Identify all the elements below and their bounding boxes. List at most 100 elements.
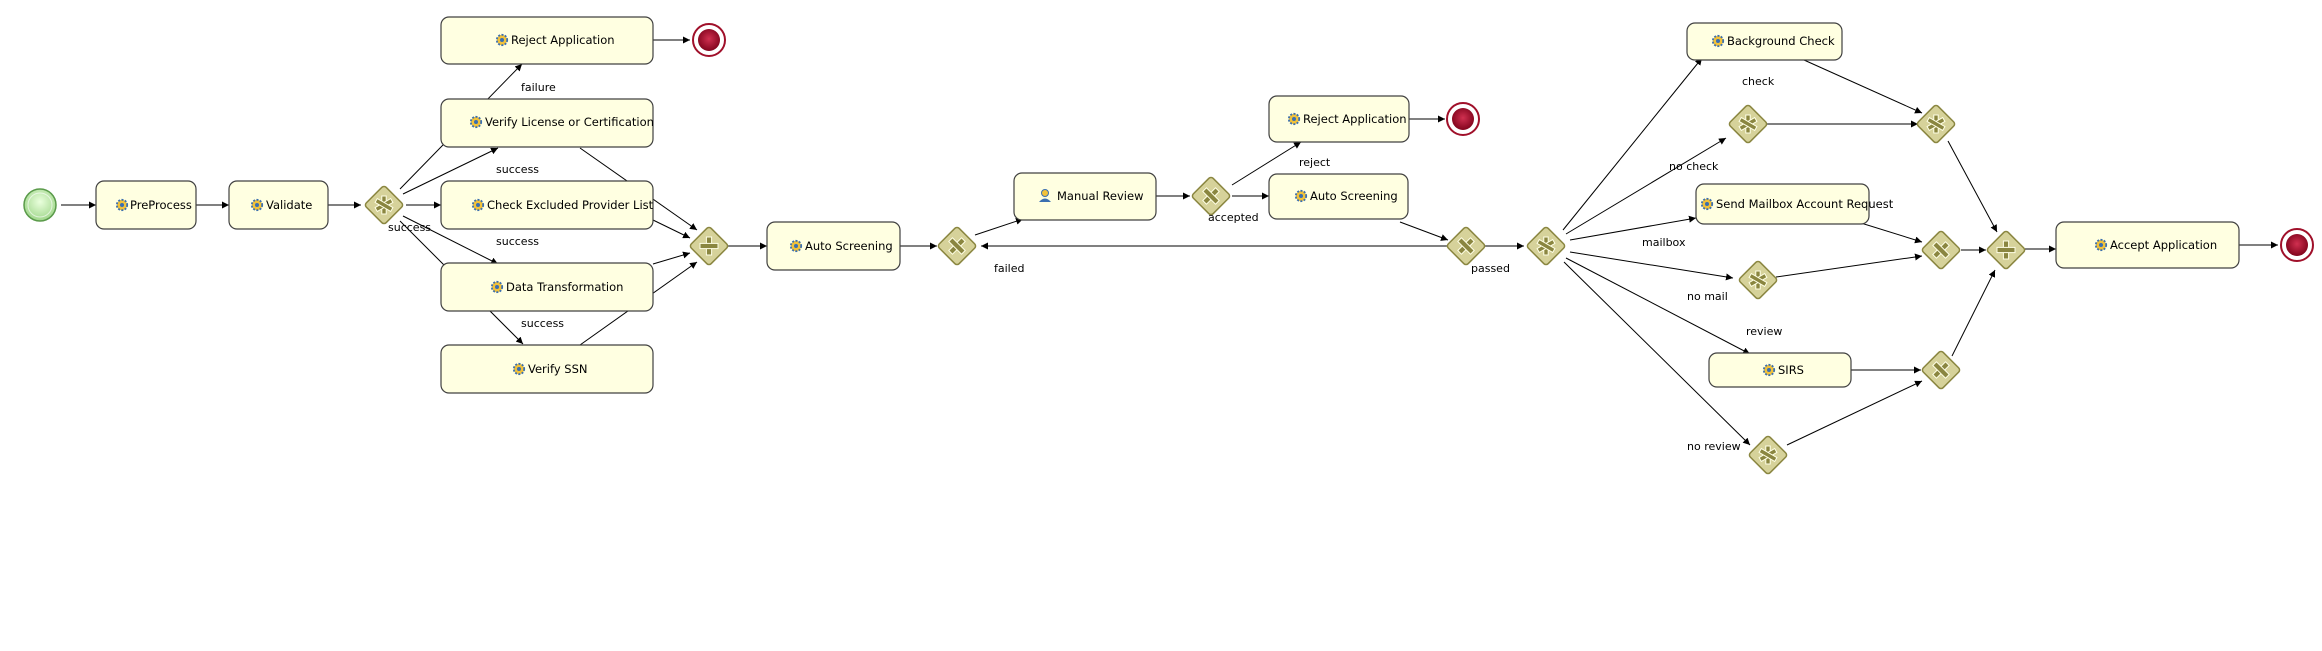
- task-label: PreProcess: [130, 198, 192, 212]
- flow-excluded-join: [652, 219, 691, 239]
- flow-autoscreen2-xor3: [1399, 221, 1449, 241]
- task-label: Manual Review: [1057, 189, 1143, 203]
- task-send-mailbox-account-request[interactable]: Send Mailbox Account Request: [1695, 183, 1894, 225]
- asterisk-icon: [1926, 114, 1946, 134]
- flow-check: [1562, 57, 1703, 231]
- gear-icon: [250, 198, 264, 212]
- x-icon: [948, 237, 966, 255]
- task-label: Validate: [266, 198, 312, 212]
- flow-bg-check-merge: [1803, 59, 1923, 114]
- exclusive-gateway-manual-decision[interactable]: [1191, 176, 1231, 216]
- task-label: Accept Application: [2110, 238, 2217, 252]
- flow-reject: [1231, 141, 1302, 186]
- task-label: Data Transformation: [506, 280, 623, 294]
- label-no-check: no check: [1669, 160, 1719, 173]
- task-auto-screening-2[interactable]: Auto Screening: [1268, 173, 1409, 220]
- gear-icon: [1287, 112, 1301, 126]
- label-passed: passed: [1471, 262, 1510, 275]
- gear-icon: [1762, 363, 1776, 377]
- asterisk-icon: [1738, 114, 1758, 134]
- complex-gateway-no-check[interactable]: [1728, 104, 1768, 144]
- flow-review: [1565, 257, 1751, 355]
- flow-merge3-join: [1951, 269, 1996, 357]
- complex-gateway-screening-split[interactable]: [1526, 226, 1566, 266]
- x-icon: [1932, 241, 1950, 259]
- task-verify-ssn[interactable]: Verify SSN: [440, 344, 654, 394]
- task-reject-application-2[interactable]: Reject Application: [1268, 95, 1410, 143]
- task-label: Verify SSN: [528, 362, 587, 376]
- start-event[interactable]: [23, 188, 57, 222]
- flow-success-transform: [402, 215, 499, 265]
- flow-xor-manual: [974, 217, 1024, 236]
- task-manual-review[interactable]: Manual Review: [1013, 172, 1157, 221]
- label-success: success: [521, 317, 564, 330]
- task-check-excluded-provider[interactable]: Check Excluded Provider List: [440, 180, 654, 230]
- gear-icon: [115, 198, 129, 212]
- task-label: Background Check: [1727, 34, 1835, 48]
- flow-success-license: [402, 147, 499, 195]
- exclusive-gateway-mail-merge[interactable]: [1921, 230, 1961, 270]
- task-reject-application-1[interactable]: Reject Application: [440, 16, 654, 65]
- label-reject: reject: [1299, 156, 1331, 169]
- asterisk-icon: [1748, 270, 1768, 290]
- gear-icon: [1294, 189, 1308, 203]
- exclusive-gateway-screening-result[interactable]: [1446, 226, 1486, 266]
- flow-no-check: [1565, 137, 1727, 235]
- flow-labels: failure success success success success …: [388, 75, 1782, 453]
- label-failure: failure: [521, 81, 556, 94]
- task-label: Verify License or Certification: [485, 115, 654, 129]
- end-event-reject-1[interactable]: [692, 23, 726, 57]
- complex-gateway-no-mail[interactable]: [1738, 260, 1778, 300]
- parallel-gateway-validation-join[interactable]: [689, 226, 729, 266]
- task-data-transformation[interactable]: Data Transformation: [440, 262, 654, 312]
- label-mailbox: mailbox: [1642, 236, 1686, 249]
- parallel-gateway-final-join[interactable]: [1986, 230, 2026, 270]
- exclusive-gateway-review-loop[interactable]: [937, 226, 977, 266]
- gear-icon: [2094, 238, 2108, 252]
- gear-icon: [1711, 34, 1725, 48]
- complex-gateway-validation[interactable]: [364, 185, 404, 225]
- label-no-review: no review: [1687, 440, 1741, 453]
- label-failed: failed: [994, 262, 1024, 275]
- label-success: success: [496, 235, 539, 248]
- flow-mailbox: [1569, 215, 1697, 241]
- gear-icon: [512, 362, 526, 376]
- exclusive-gateway-review-merge[interactable]: [1921, 350, 1961, 390]
- asterisk-icon: [1536, 236, 1556, 256]
- complex-gateway-no-review[interactable]: [1748, 435, 1788, 475]
- gear-icon: [469, 115, 483, 129]
- gear-icon: [789, 239, 803, 253]
- label-check: check: [1742, 75, 1775, 88]
- task-label: Auto Screening: [805, 239, 893, 253]
- gear-icon: [495, 33, 509, 47]
- end-event-reject-2[interactable]: [1446, 102, 1480, 136]
- complex-gateway-check-merge[interactable]: [1916, 104, 1956, 144]
- label-accepted: accepted: [1208, 211, 1259, 224]
- task-preprocess[interactable]: PreProcess: [95, 180, 197, 230]
- task-background-check[interactable]: Background Check: [1686, 22, 1843, 61]
- task-verify-license[interactable]: Verify License or Certification: [440, 98, 654, 148]
- label-no-mail: no mail: [1687, 290, 1728, 303]
- task-label: Reject Application: [511, 33, 615, 47]
- gear-icon: [490, 280, 504, 294]
- task-auto-screening-1[interactable]: Auto Screening: [766, 221, 901, 271]
- task-sirs[interactable]: SIRS: [1708, 352, 1852, 388]
- flow-noreview-merge: [1786, 380, 1923, 446]
- task-label: SIRS: [1778, 363, 1804, 377]
- task-validate[interactable]: Validate: [228, 180, 329, 230]
- gear-icon: [1700, 197, 1714, 211]
- end-event-accept[interactable]: [2280, 228, 2314, 262]
- x-icon: [1457, 237, 1475, 255]
- task-label: Check Excluded Provider List: [487, 198, 654, 212]
- flow-merge1-join: [1947, 140, 1998, 233]
- asterisk-icon: [374, 195, 394, 215]
- flow-transform-join: [652, 251, 691, 265]
- x-icon: [1932, 361, 1950, 379]
- task-label: Auto Screening: [1310, 189, 1398, 203]
- label-success: success: [388, 221, 431, 234]
- task-accept-application[interactable]: Accept Application: [2055, 221, 2240, 269]
- label-success: success: [496, 163, 539, 176]
- x-icon: [1202, 187, 1220, 205]
- flow-no-mail: [1569, 251, 1734, 281]
